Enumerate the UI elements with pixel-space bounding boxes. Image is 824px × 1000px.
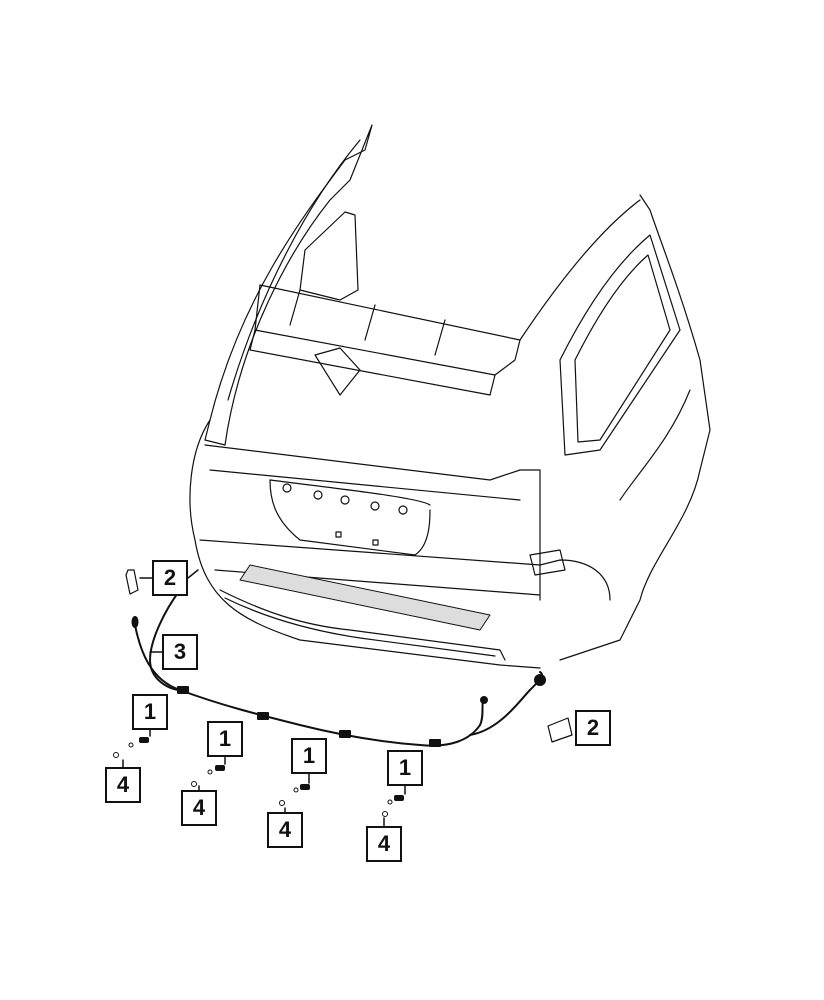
- callout-4: 4: [181, 790, 217, 826]
- module-parts: [125, 569, 573, 743]
- tailgate-bumper: [189, 419, 611, 669]
- callout-1: 1: [387, 750, 423, 786]
- callout-1: 1: [291, 738, 327, 774]
- grommets: [113, 742, 393, 817]
- liftgate: [204, 124, 521, 446]
- callout-2: 2: [152, 560, 188, 596]
- wiring-harness: [131, 589, 546, 747]
- sensors: [139, 737, 404, 801]
- callout-1: 1: [207, 721, 243, 757]
- body-side: [519, 194, 711, 661]
- callout-1: 1: [132, 694, 168, 730]
- callout-4: 4: [366, 826, 402, 862]
- leader-lines: [122, 569, 406, 827]
- callout-3: 3: [162, 634, 198, 670]
- callout-4: 4: [105, 767, 141, 803]
- callout-4: 4: [267, 812, 303, 848]
- callout-2: 2: [575, 710, 611, 746]
